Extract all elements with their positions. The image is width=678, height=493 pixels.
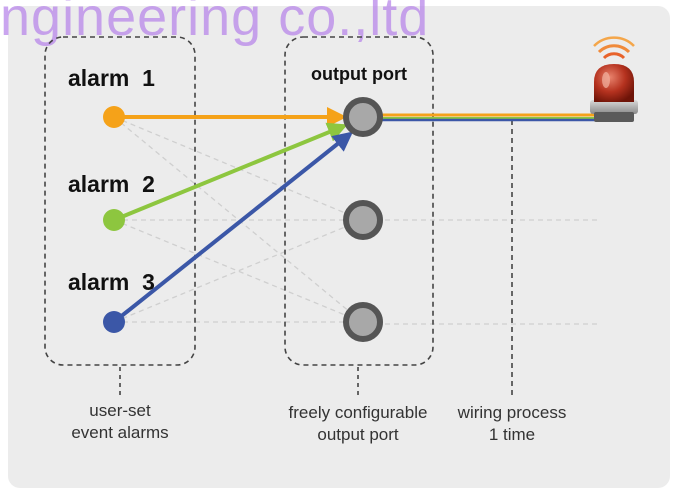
- alarm-3-connection-arrow: [112, 131, 354, 324]
- wiring-caption-line-2: 1 time: [489, 425, 535, 444]
- output-port-3: [343, 302, 383, 342]
- output-port-2: [343, 200, 383, 240]
- red-warning-beacon-icon: [590, 36, 638, 122]
- alarm-2-label: alarm 2: [68, 171, 155, 197]
- output-port-1: [343, 97, 383, 137]
- alarms-caption-line-2: event alarms: [71, 423, 168, 442]
- alarm-3-node: [103, 311, 125, 333]
- alarm-2-node: [103, 209, 125, 231]
- output-port-group-box: [284, 36, 434, 366]
- alarm-1-label: alarm 1: [68, 65, 155, 91]
- wiring-caption-line-1: wiring process: [457, 403, 567, 422]
- alarm-1-node: [103, 106, 125, 128]
- alarms-group-box: [44, 36, 196, 366]
- alarm-2-connection-arrow: [113, 122, 348, 222]
- port-caption-line-2: output port: [317, 425, 399, 444]
- alarm-3-label: alarm 3: [68, 269, 155, 295]
- diagram-panel: [8, 6, 670, 488]
- alarms-caption-line-1: user-set: [89, 401, 151, 420]
- output-port-title: output port: [311, 64, 407, 84]
- port-caption-line-1: freely configurable: [289, 403, 428, 422]
